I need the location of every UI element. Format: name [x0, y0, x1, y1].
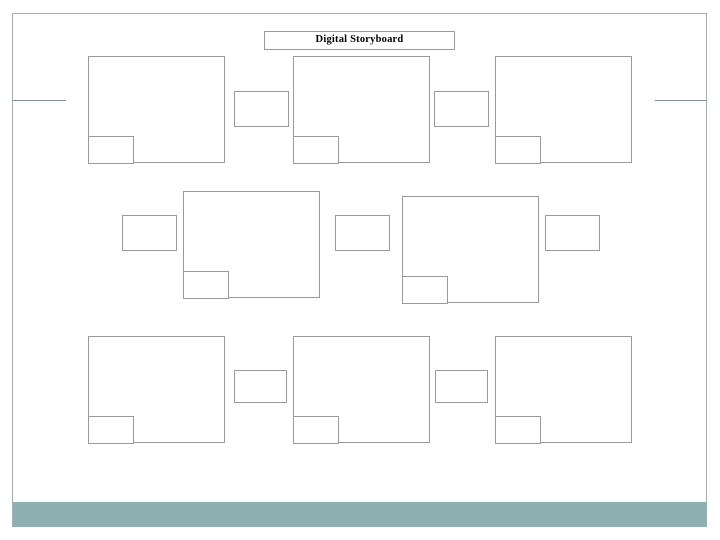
- storyboard-note-box-r2-3[interactable]: [335, 215, 390, 251]
- storyboard-caption-r3-1[interactable]: [88, 416, 134, 444]
- storyboard-note-box-r3-4[interactable]: [435, 370, 488, 403]
- storyboard-note-box-r2-1[interactable]: [122, 215, 177, 251]
- storyboard-caption-r1-1[interactable]: [88, 136, 134, 164]
- storyboard-caption-r3-5[interactable]: [495, 416, 541, 444]
- storyboard-caption-r1-3[interactable]: [293, 136, 339, 164]
- accent-rule-right: [655, 100, 707, 101]
- storyboard-note-box-r2-5[interactable]: [545, 215, 600, 251]
- slide-title-box[interactable]: Digital Storyboard: [264, 31, 455, 50]
- storyboard-note-box-r3-2[interactable]: [234, 370, 287, 403]
- storyboard-note-box-r1-4[interactable]: [434, 91, 489, 127]
- slide-title-text: Digital Storyboard: [315, 34, 404, 46]
- storyboard-frame-r3-3[interactable]: [293, 336, 430, 443]
- footer-band: [13, 502, 707, 527]
- storyboard-caption-r3-3[interactable]: [293, 416, 339, 444]
- storyboard-note-box-r1-2[interactable]: [234, 91, 289, 127]
- storyboard-caption-r1-5[interactable]: [495, 136, 541, 164]
- storyboard-caption-r2-4[interactable]: [402, 276, 448, 304]
- storyboard-caption-r2-2[interactable]: [183, 271, 229, 299]
- accent-rule-left: [12, 100, 66, 101]
